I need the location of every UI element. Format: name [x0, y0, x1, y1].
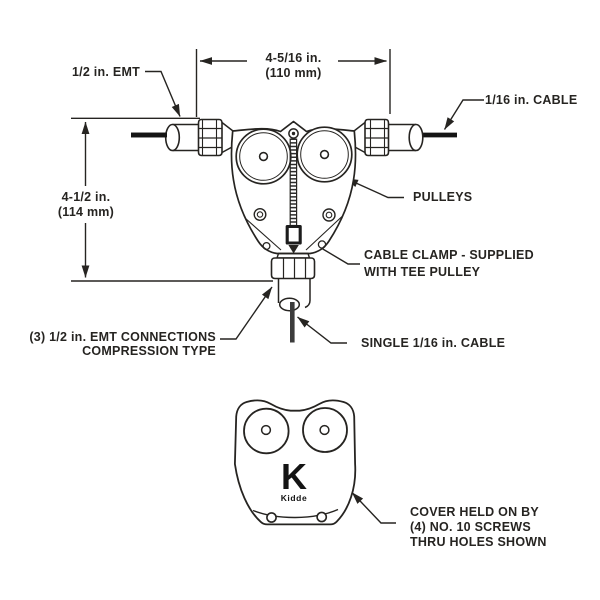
cover-note-label: COVER HELD ON BY (4) NO. 10 SCREWS THRU … [410, 505, 547, 549]
bottom-compression-nut [270, 257, 316, 280]
emt-connections-label: (3) 1/2 in. EMT CONNECTIONS COMPRESSION … [29, 330, 216, 358]
right-emt-conduit [387, 123, 457, 152]
cover-outline [234, 399, 357, 526]
cover-right-pulley-circle [302, 407, 348, 453]
width-dimension [195, 49, 391, 117]
left-compression-nut [197, 118, 223, 157]
emt-leader-arrow [145, 70, 181, 117]
emt-size-label: 1/2 in. EMT [71, 65, 140, 79]
bottom-conduit-opening [278, 297, 301, 312]
left-conduit-end [164, 123, 181, 152]
left-emt-conduit [131, 123, 200, 152]
kidde-logo: K Kidde [275, 456, 313, 503]
cable-clamp-label: CABLE CLAMP - SUPPLIED WITH TEE PULLEY [364, 248, 534, 279]
leader-arrows [145, 70, 484, 524]
cover-screw-hole-bottom-left [266, 512, 277, 523]
cable-right-leader-arrow [443, 99, 484, 130]
right-conduit-end [408, 123, 424, 152]
cover-bottom-inner-line [252, 508, 339, 519]
height-dimension [71, 117, 273, 282]
cable-clamp [285, 224, 302, 245]
vertical-cable [289, 138, 298, 227]
bottom-emt-fitting [270, 252, 316, 343]
cover-leader-arrow [351, 492, 396, 524]
cover-view-drawing [234, 399, 357, 526]
mounting-ear-hole [288, 128, 299, 139]
left-pulley-center-hole [258, 151, 269, 162]
left-pulley [235, 128, 292, 185]
single-cable-leader-arrow [297, 316, 347, 344]
cover-screw-hole-bottom-right [316, 511, 328, 523]
screw-bosses [253, 207, 336, 251]
cable-end-arrow [288, 245, 299, 254]
cover-screw-hole-top-right [319, 424, 330, 436]
pulleys-leader-arrow [345, 177, 404, 199]
right-compression-nut [364, 118, 390, 157]
cover-screw-hole-top-left [260, 424, 272, 436]
kidde-logo-name: Kidde [280, 493, 308, 503]
tee-pulley-assembly [131, 118, 457, 343]
kidde-logo-letter: K [281, 456, 307, 497]
cable-right-label: 1/16 in. CABLE [485, 93, 578, 107]
width-dimension-label: 4-5/16 in. (110 mm) [265, 51, 322, 80]
body-inner-taper-lines [244, 216, 343, 251]
right-pulley [296, 126, 353, 183]
emt-connections-leader-arrow [220, 286, 273, 340]
height-dimension-label: 4-1/2 in. (114 mm) [57, 190, 115, 219]
bottom-conduit [277, 278, 311, 309]
single-cable-label: SINGLE 1/16 in. CABLE [361, 336, 506, 350]
right-pulley-center-hole [319, 149, 330, 160]
cover-left-pulley-circle [243, 407, 290, 455]
pulleys-label: PULLEYS [413, 190, 473, 204]
